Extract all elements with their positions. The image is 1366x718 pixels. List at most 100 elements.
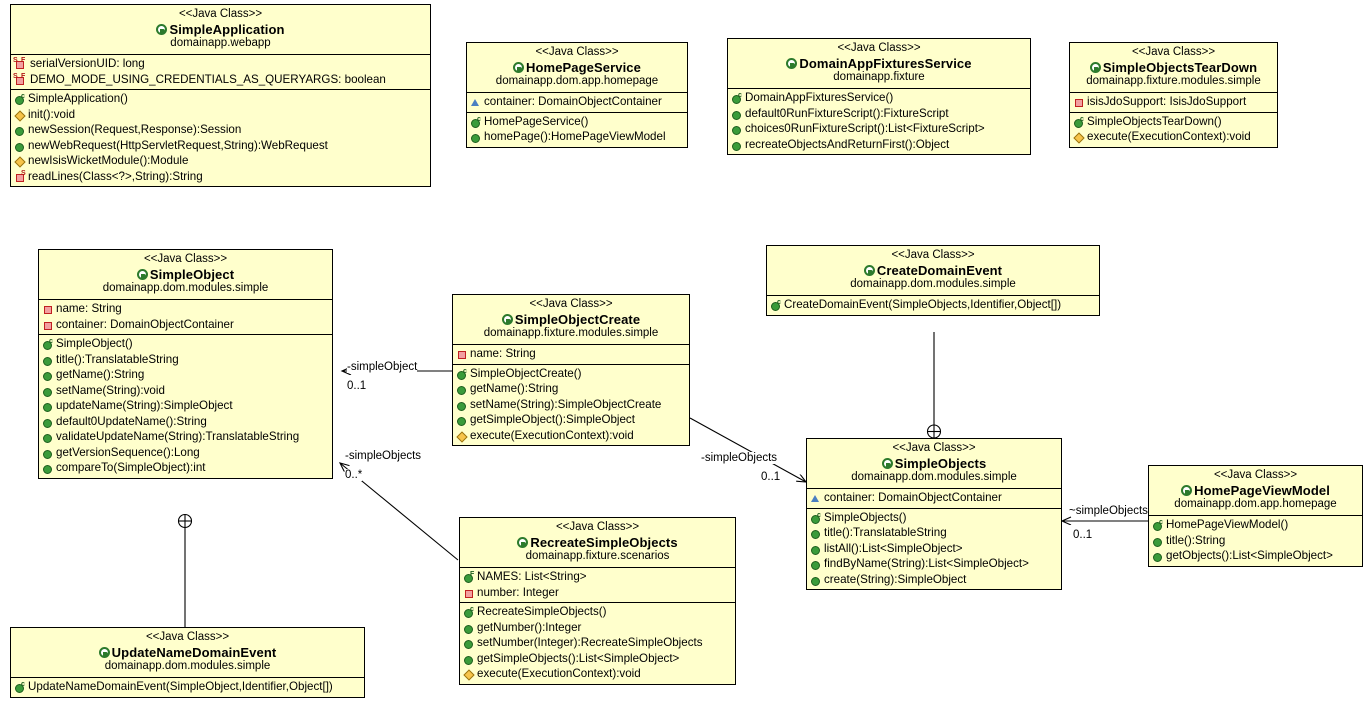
association-label-role: -simpleObject <box>347 361 418 373</box>
class-package: domainapp.webapp <box>170 36 271 49</box>
class-box-domainappfixturesservice[interactable]: <<Java Class>> DomainAppFixturesService … <box>727 38 1031 156</box>
public-method-icon <box>810 541 823 557</box>
class-name: DomainAppFixturesService <box>732 56 1026 71</box>
public-constructor-icon: c <box>42 336 55 352</box>
class-box-recreatesimpleobjects[interactable]: <<Java Class>> RecreateSimpleObjects dom… <box>459 517 736 685</box>
method-row[interactable]: listAll():List<SimpleObject> <box>807 541 1061 557</box>
field-row[interactable]: number: Integer <box>460 585 735 601</box>
method-row[interactable]: title():String <box>1149 533 1362 549</box>
method-row[interactable]: getSimpleObject():SimpleObject <box>453 412 689 428</box>
public-final-field-icon: F <box>463 569 476 585</box>
class-box-simpleobject[interactable]: <<Java Class>> SimpleObject domainapp.do… <box>38 249 333 479</box>
public-method-icon <box>810 556 823 572</box>
private-field-icon <box>42 301 55 317</box>
method-row[interactable]: getVersionSequence():Long <box>39 445 332 461</box>
method-row[interactable]: default0UpdateName():String <box>39 414 332 430</box>
class-box-simpleobjects[interactable]: <<Java Class>> SimpleObjects domainapp.d… <box>806 438 1062 591</box>
class-box-simpleobjectsteardown[interactable]: <<Java Class>> SimpleObjectsTearDown dom… <box>1069 42 1278 148</box>
class-box-homepageservice[interactable]: <<Java Class>> HomePageService domainapp… <box>466 42 688 148</box>
nesting-simpleobject-updatenamedomainevent <box>177 513 193 627</box>
class-name: SimpleObject <box>43 267 328 282</box>
class-header: <<Java Class>> SimpleObjectsTearDown dom… <box>1070 43 1277 92</box>
public-method-icon <box>810 572 823 588</box>
method-row[interactable]: getName():String <box>39 367 332 383</box>
method-row[interactable]: execute(ExecutionContext):void <box>453 428 689 444</box>
method-row[interactable]: getNumber():Integer <box>460 620 735 636</box>
class-name: HomePageService <box>471 60 683 75</box>
java-class-icon <box>1181 484 1193 496</box>
public-method-icon <box>731 137 744 153</box>
public-method-icon <box>1152 533 1165 549</box>
class-stereotype: <<Java Class>> <box>143 253 228 265</box>
class-box-simpleobjectcreate[interactable]: <<Java Class>> SimpleObjectCreate domain… <box>452 294 690 447</box>
method-row[interactable]: compareTo(SimpleObject):int <box>39 460 332 476</box>
field-row[interactable]: container: DomainObjectContainer <box>39 317 332 333</box>
method-row[interactable]: findByName(String):List<SimpleObject> <box>807 556 1061 572</box>
public-constructor-icon: c <box>456 366 469 382</box>
class-package: domainapp.dom.modules.simple <box>104 659 271 672</box>
nesting-simpleobjects-createdomainevent <box>926 332 942 439</box>
fields-compartment: isisJdoSupport: IsisJdoSupport <box>1070 92 1277 112</box>
method-row[interactable]: setNumber(Integer):RecreateSimpleObjects <box>460 635 735 651</box>
method-row[interactable]: setName(String):void <box>39 383 332 399</box>
method-row[interactable]: newSession(Request,Response):Session <box>11 122 430 138</box>
field-row[interactable]: container: DomainObjectContainer <box>807 490 1061 506</box>
private-field-icon <box>42 317 55 333</box>
public-method-icon <box>463 620 476 636</box>
method-row[interactable]: getSimpleObjects():List<SimpleObject> <box>460 651 735 667</box>
method-row[interactable]: updateName(String):SimpleObject <box>39 398 332 414</box>
method-row[interactable]: execute(ExecutionContext):void <box>1070 129 1277 145</box>
protected-method-icon <box>14 107 27 123</box>
method-row[interactable]: init():void <box>11 107 430 123</box>
class-package: domainapp.fixture.modules.simple <box>483 326 659 339</box>
field-row[interactable]: name: String <box>39 301 332 317</box>
method-row[interactable]: getName():String <box>453 381 689 397</box>
method-row[interactable]: homePage():HomePageViewModel <box>467 129 687 145</box>
method-row[interactable]: execute(ExecutionContext):void <box>460 666 735 682</box>
class-box-updatenamedomainevent[interactable]: <<Java Class>> UpdateNameDomainEvent dom… <box>10 627 365 698</box>
method-row[interactable]: newIsisWicketModule():Module <box>11 153 430 169</box>
method-row[interactable]: validateUpdateName(String):TranslatableS… <box>39 429 332 445</box>
field-row[interactable]: isisJdoSupport: IsisJdoSupport <box>1070 94 1277 110</box>
public-method-icon <box>731 106 744 122</box>
class-box-homepageviewmodel[interactable]: <<Java Class>> HomePageViewModel domaina… <box>1148 465 1363 567</box>
method-row[interactable]: setName(String):SimpleObjectCreate <box>453 397 689 413</box>
association-label-role: ~simpleObjects <box>1069 505 1148 517</box>
method-row[interactable]: getObjects():List<SimpleObject> <box>1149 548 1362 564</box>
method-row[interactable]: choices0RunFixtureScript():List<FixtureS… <box>728 121 1030 137</box>
class-package: domainapp.fixture.scenarios <box>525 549 670 562</box>
field-row[interactable]: name: String <box>453 346 689 362</box>
method-row[interactable]: newWebRequest(HttpServletRequest,String)… <box>11 138 430 154</box>
method-row[interactable]: title():TranslatableString <box>807 525 1061 541</box>
association-simpleObjects-create <box>689 417 806 482</box>
method-row[interactable]: title():TranslatableString <box>39 352 332 368</box>
method-row[interactable]: create(String):SimpleObject <box>807 572 1061 588</box>
class-header: <<Java Class>> UpdateNameDomainEvent dom… <box>11 628 364 677</box>
method-row[interactable]: default0RunFixtureScript():FixtureScript <box>728 106 1030 122</box>
public-method-icon <box>14 138 27 154</box>
field-row[interactable]: container: DomainObjectContainer <box>467 94 687 110</box>
method-row[interactable]: recreateObjectsAndReturnFirst():Object <box>728 137 1030 153</box>
class-box-createdomainevent[interactable]: <<Java Class>> CreateDomainEvent domaina… <box>766 245 1100 316</box>
class-box-simpleapplication[interactable]: <<Java Class>> SimpleApplication domaina… <box>10 4 431 188</box>
